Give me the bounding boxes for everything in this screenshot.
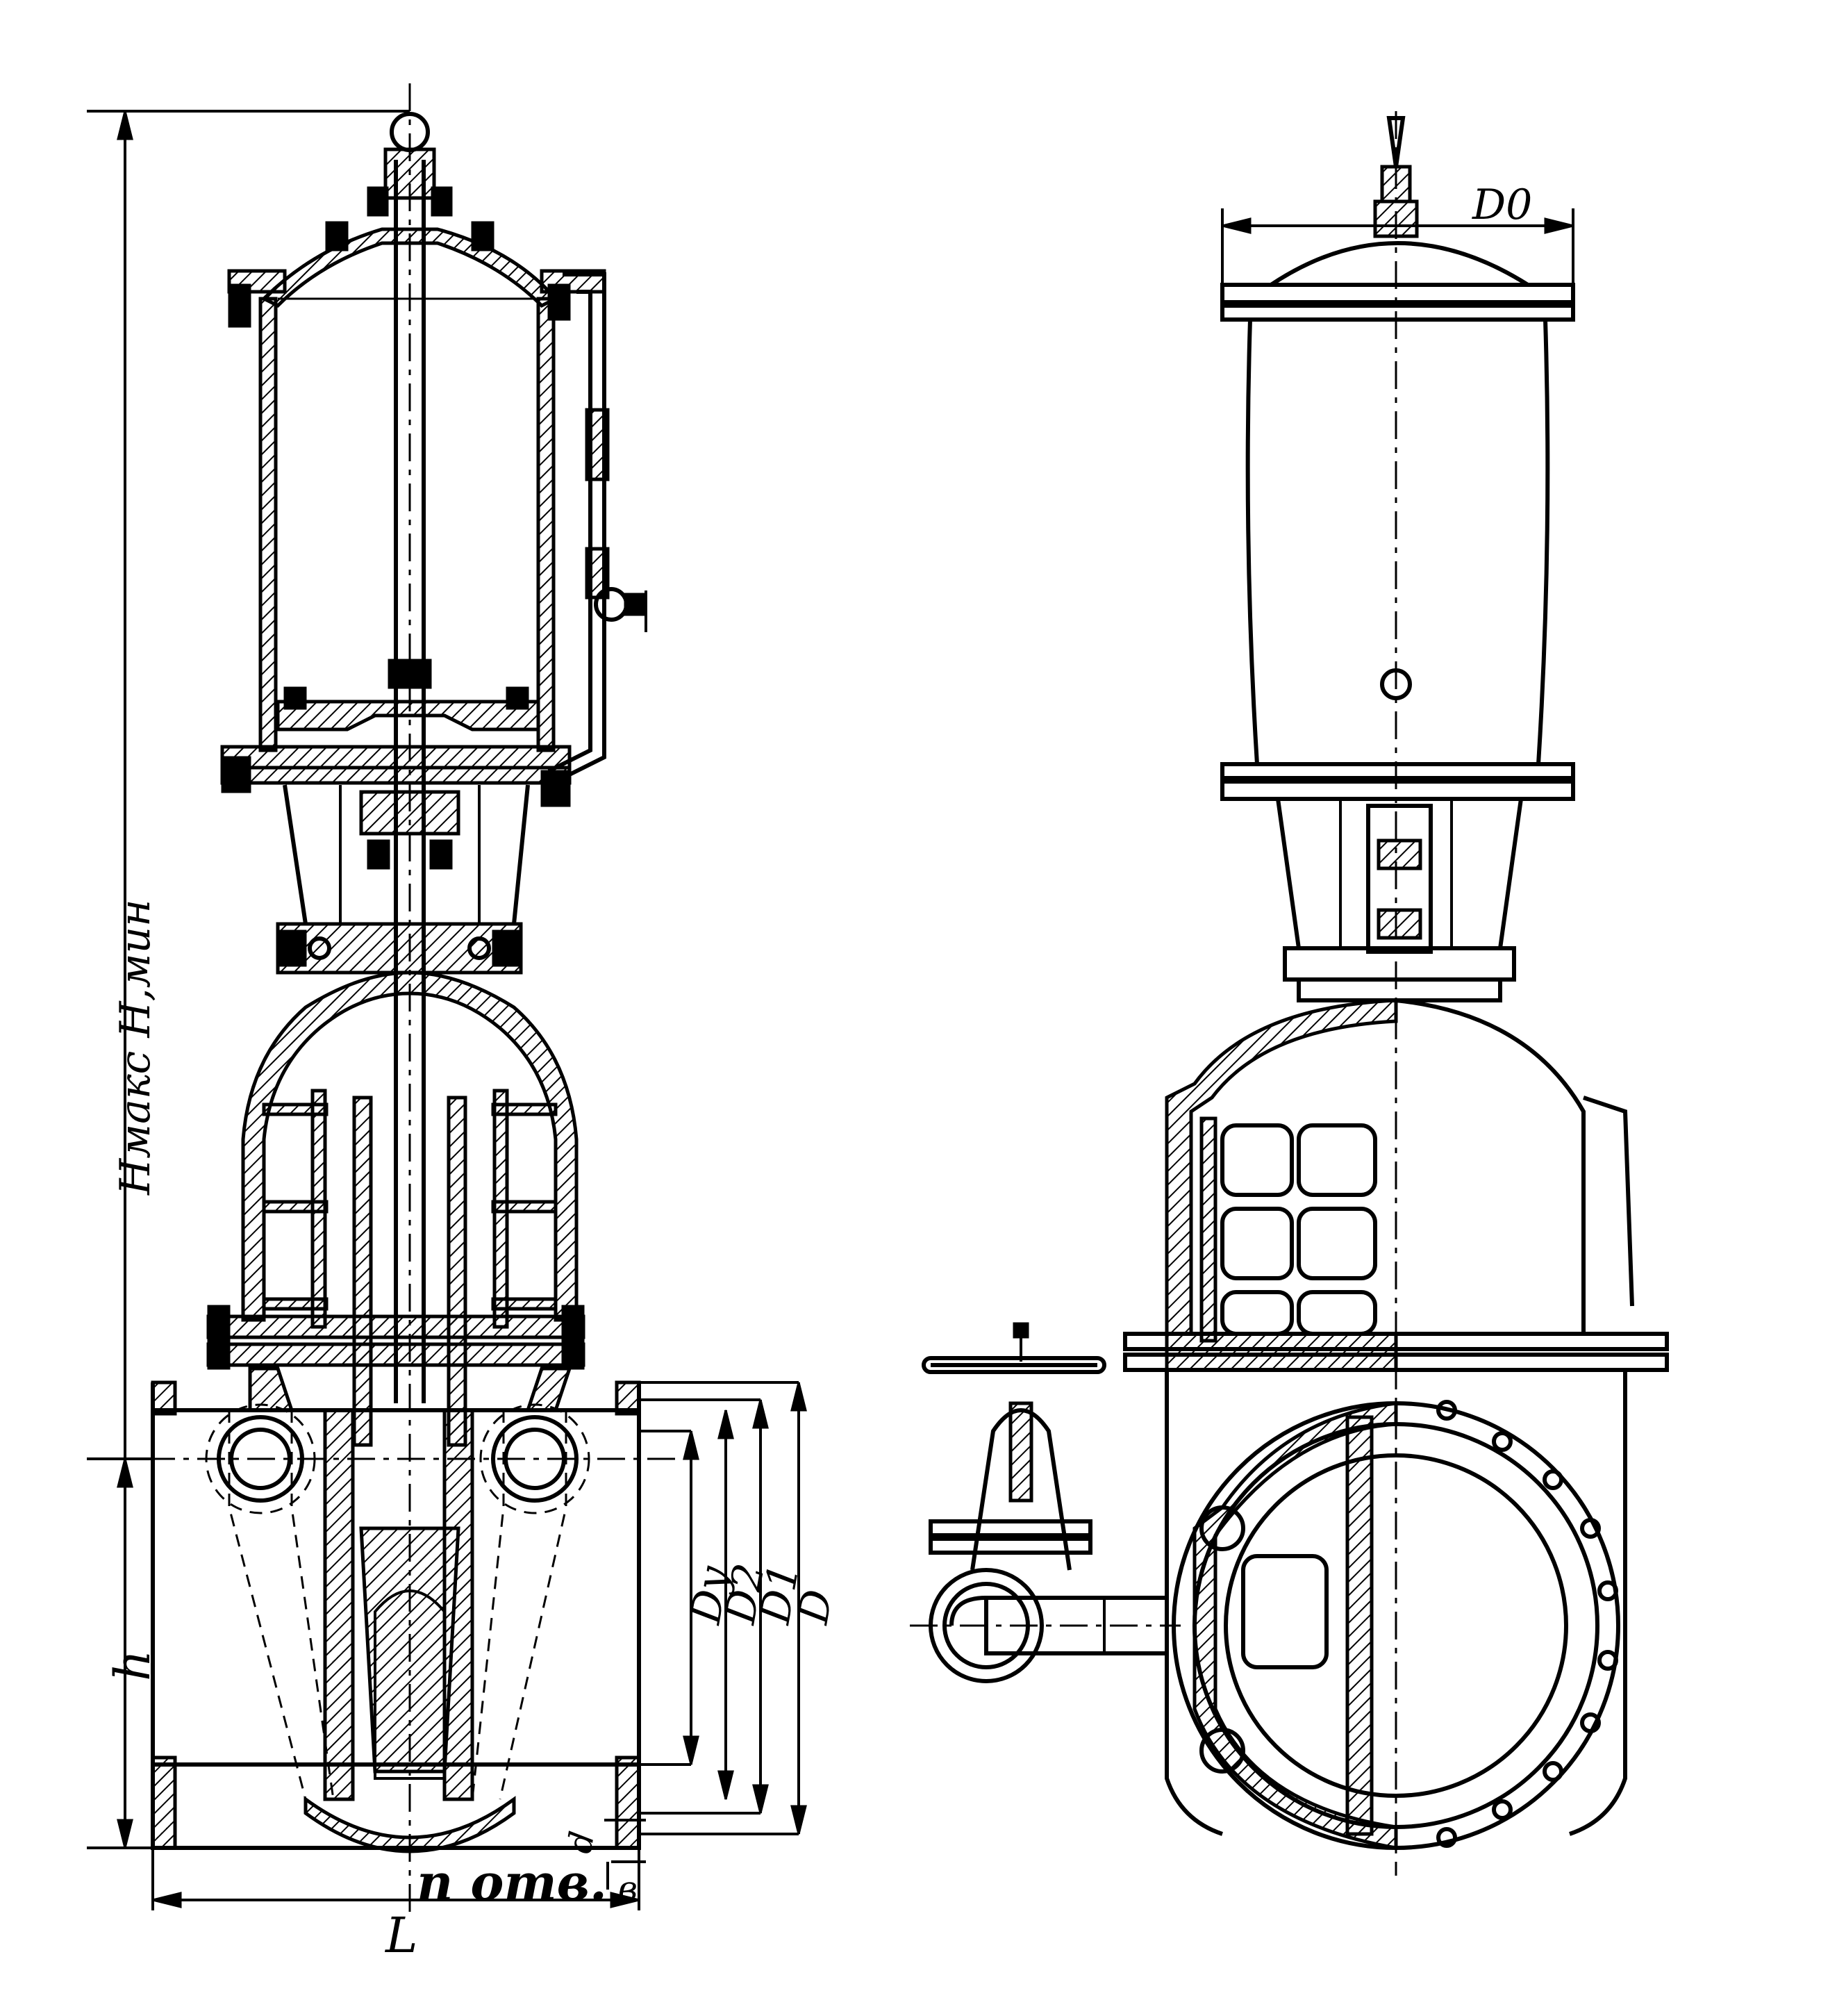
n-otv-label: n отв. bbox=[417, 1853, 607, 1912]
left-port bbox=[205, 1403, 316, 1514]
right-exterior-view bbox=[910, 111, 1669, 1876]
bonnet-ribs bbox=[1199, 1116, 1377, 1343]
Dy-label: Dy bbox=[681, 1562, 740, 1628]
left-sectional-view bbox=[87, 83, 807, 1917]
flange-bolts bbox=[1436, 1400, 1618, 1848]
bypass-valve bbox=[922, 1322, 1106, 1571]
height-max-label: Нмакс Н,мин bbox=[111, 899, 160, 1196]
D-label: D bbox=[789, 1586, 842, 1628]
right-port bbox=[479, 1403, 590, 1514]
D1-label: D1 bbox=[751, 1560, 809, 1628]
D2-label: D2 bbox=[716, 1560, 774, 1628]
D0-label: D0 bbox=[1472, 181, 1532, 229]
b-label: в bbox=[618, 1869, 638, 1908]
L-label: L bbox=[384, 1907, 417, 1964]
h-label: h bbox=[104, 1650, 161, 1681]
